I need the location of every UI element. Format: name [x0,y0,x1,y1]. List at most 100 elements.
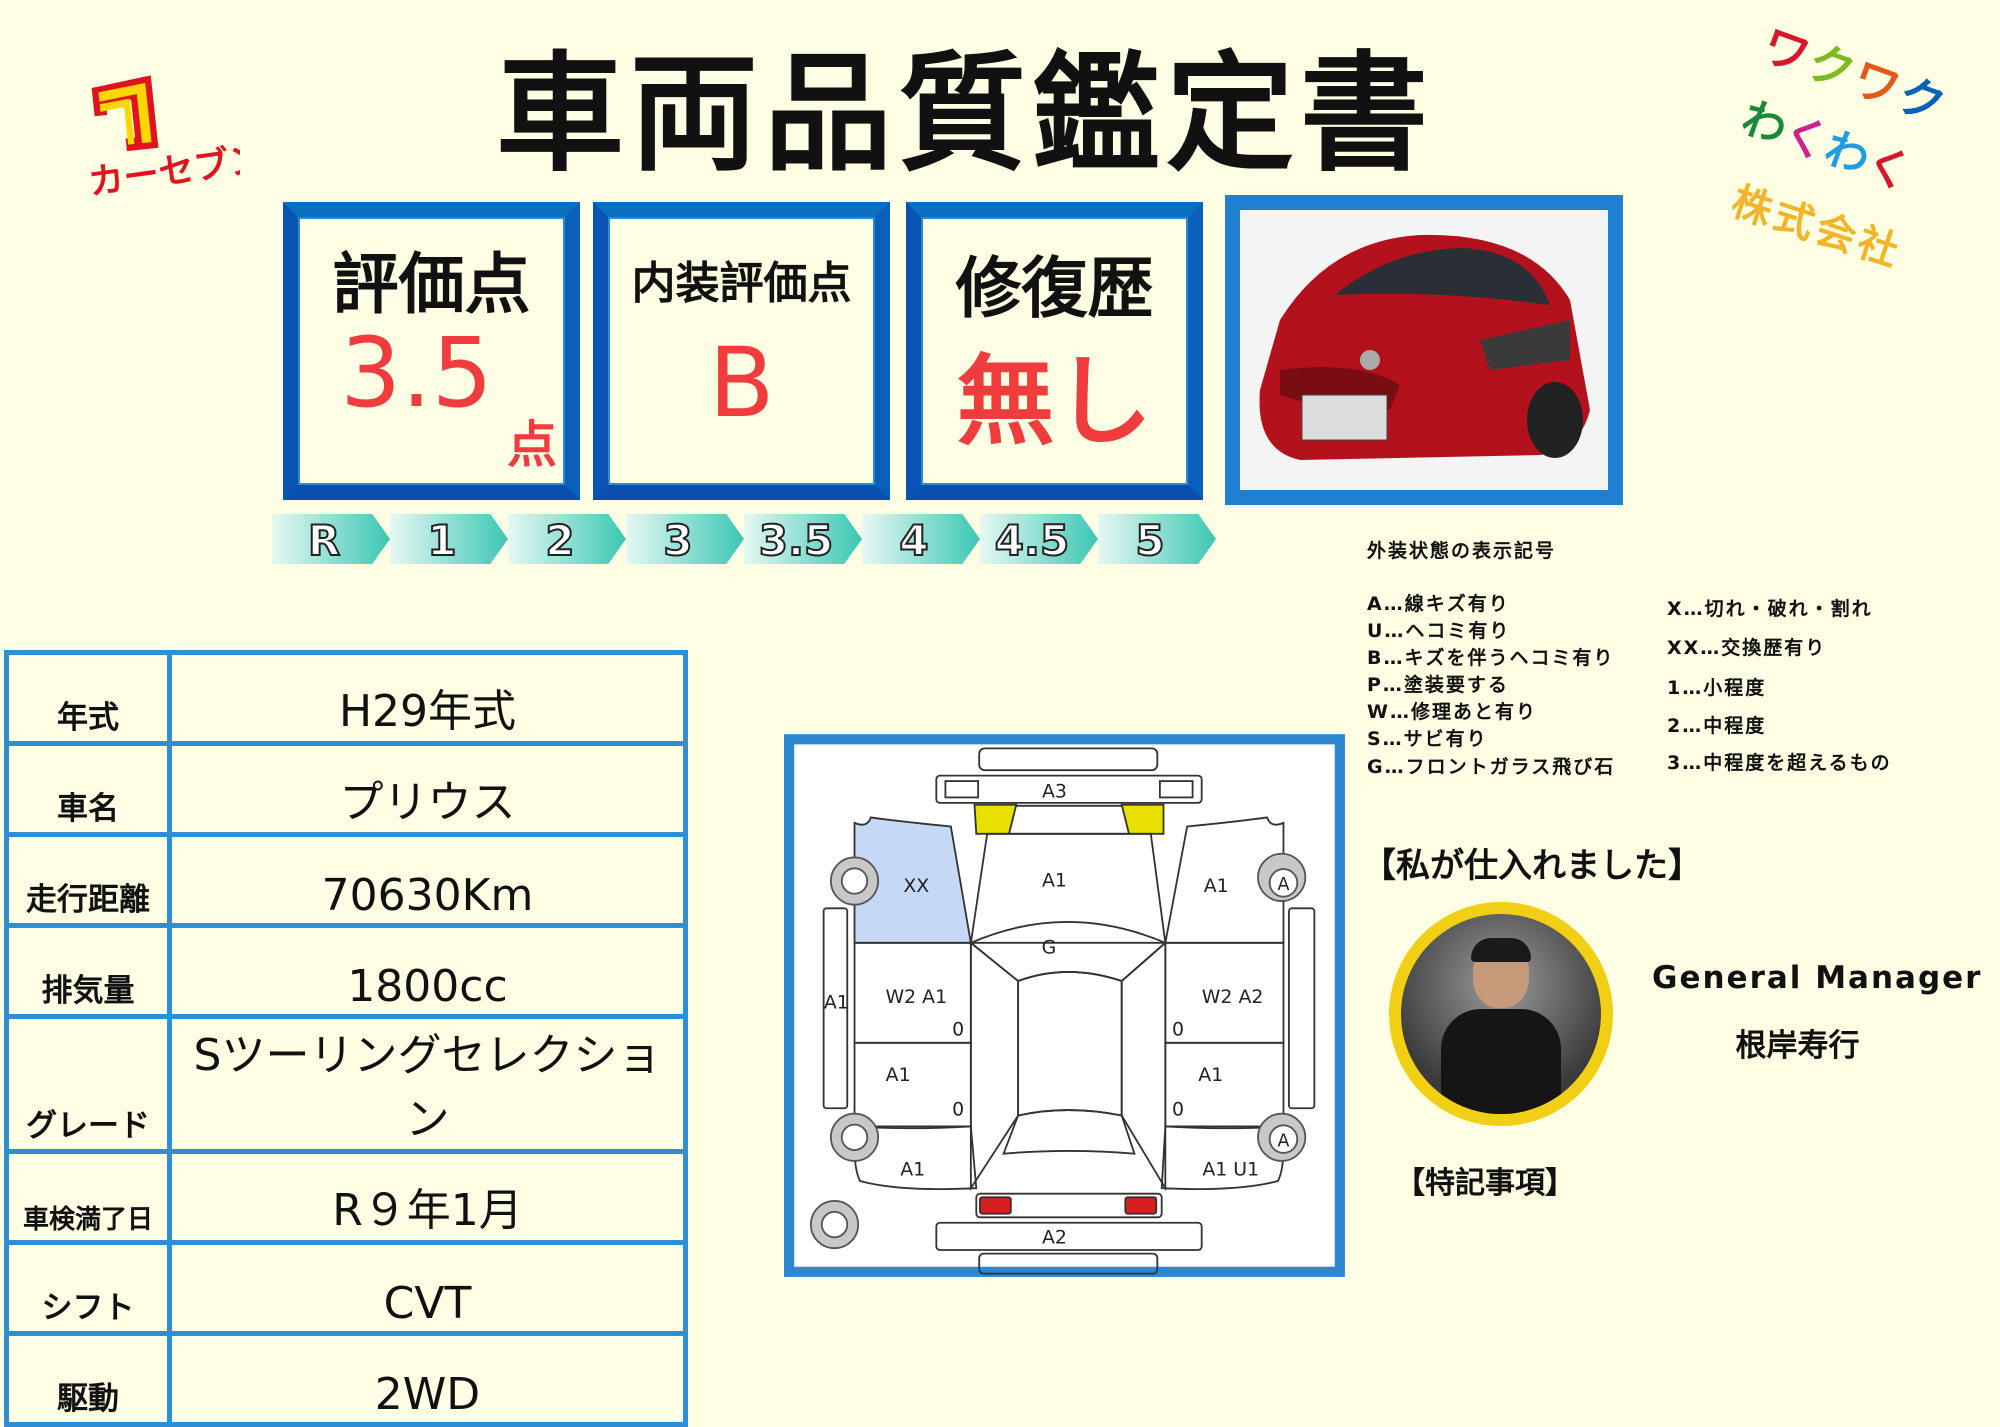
notes-heading: 【特記事項】 [1395,1166,1575,1201]
overall-score-box: 評価点 3.5 点 [283,202,580,500]
table-row: 車名プリウス [4,741,688,837]
diagram-label: W2 A2 [1202,986,1264,1008]
diagram-label: A1 [886,1064,911,1086]
car-image [1240,210,1608,490]
spec-label: 車名 [4,741,172,837]
grade-scale-step: 4.5 [980,514,1098,564]
car-seven-logo: カーセブン [50,30,267,230]
legend-item: X…切れ・破れ・割れ [1667,598,1873,620]
interior-score-value: B [708,327,775,439]
left-taillight [979,1196,1012,1215]
spec-label: グレード [4,1014,172,1154]
spec-label: 年式 [4,650,172,746]
buyer-heading: 【私が仕入れました】 [1362,846,1702,886]
legend-title: 外装状態の表示記号 [1367,540,1557,562]
right-headlight [1120,803,1165,835]
legend-item: 3…中程度を超えるもの [1667,752,1892,774]
grade-scale-step: R [272,514,390,564]
spec-value: プリウス [167,741,688,837]
legend-item: G…フロントガラス飛び石 [1367,756,1616,778]
right-sill [1288,907,1316,1110]
diagram-label: A2 [1042,1226,1067,1248]
interior-score-label: 内装評価点 [631,258,852,309]
door-handle-mark: 0 [952,1099,964,1121]
spec-value: 2WD [167,1331,688,1427]
repair-history-box: 修復歴 無し [906,202,1203,500]
overall-score-label: 評価点 [332,246,531,323]
grade-scale-step: 3 [626,514,744,564]
rear-left-door [853,1041,972,1128]
grade-scale-step: 2 [508,514,626,564]
legend-item: 2…中程度 [1667,715,1767,737]
spec-value: Sツーリングセレクション [167,1014,688,1154]
rear-bumper [935,1221,1203,1251]
diagram-label: XX [903,875,929,897]
wakuwaku-logo: ワクワク わくわく 株式会社 [1726,18,1980,277]
diagram-label: A1 [824,991,849,1013]
diagram-label: A1 [900,1158,925,1180]
wheel-mark: A [1278,875,1290,895]
spec-value: R９年1月 [167,1149,688,1245]
buyer-avatar [1389,902,1613,1126]
spec-value: 1800cc [167,923,688,1019]
legend-item: A…線キズ有り [1367,593,1510,615]
damage-diagram: A3 A1 G XX A1 A1 W2 A1 W2 A2 A1 A1 A1 A1… [783,734,1345,1277]
interior-score-box: 内装評価点 B [593,202,890,500]
diagram-label: A1 [1042,869,1067,891]
car-seven-logo-mark: カーセブン [86,75,267,204]
rear-left-quarter [853,1125,978,1191]
legend-item: XX…交換歴有り [1667,637,1827,659]
buyer-name: 根岸寿行 [1735,1028,1860,1064]
diagram-label: A3 [1042,780,1067,802]
spec-value: CVT [167,1240,688,1336]
spec-label: 排気量 [4,923,172,1019]
diagram-label: G [1042,937,1057,959]
spec-value: H29年式 [167,650,688,746]
door-handle-mark: 0 [1172,1099,1184,1121]
diagram-label: W2 A1 [885,986,947,1008]
grade-scale: R 1 2 3 3.5 4 4.5 5 [272,514,1222,564]
diagram-label: A1 [1204,875,1229,897]
grade-scale-step: 1 [390,514,508,564]
door-handle-mark: 0 [1172,1019,1184,1041]
buyer-role: General Manager [1652,960,1983,996]
diagram-label: A1 [1198,1064,1223,1086]
rear-right-door [1164,1041,1285,1128]
repair-history-label: 修復歴 [955,250,1154,327]
left-sill [822,907,849,1110]
overall-score-value: 3.5 [340,317,493,429]
legend-item: S…サビ有り [1367,728,1488,750]
page-title: 車両品質鑑定書 [495,40,1434,189]
repair-history-value: 無し [956,345,1153,459]
rear-right-quarter [1160,1125,1285,1191]
left-headlight [973,803,1018,835]
legend-item: 1…小程度 [1667,677,1767,699]
spec-label: 走行距離 [4,832,172,928]
grade-scale-step: 3.5 [744,514,862,564]
legend-item: W…修理あと有り [1367,701,1537,723]
right-taillight [1124,1196,1158,1215]
car-photo [1225,195,1623,505]
front-left-fender [853,816,972,944]
overall-score-unit: 点 [507,416,557,474]
spec-label: 車検満了日 [4,1149,172,1245]
diagram-label: A1 U1 [1202,1158,1259,1180]
front-bumper [935,774,1203,804]
grade-scale-step: 5 [1098,514,1216,564]
spec-value: 70630Km [167,832,688,928]
front-right-fender [1164,816,1285,944]
legend-item: P…塗装要する [1367,674,1509,696]
spec-label: 駆動 [4,1331,172,1427]
spec-label: シフト [4,1240,172,1336]
legend-item: U…ヘコミ有り [1367,620,1511,642]
legend-item: B…キズを伴うヘコミ有り [1367,647,1615,669]
grade-scale-step: 4 [862,514,980,564]
